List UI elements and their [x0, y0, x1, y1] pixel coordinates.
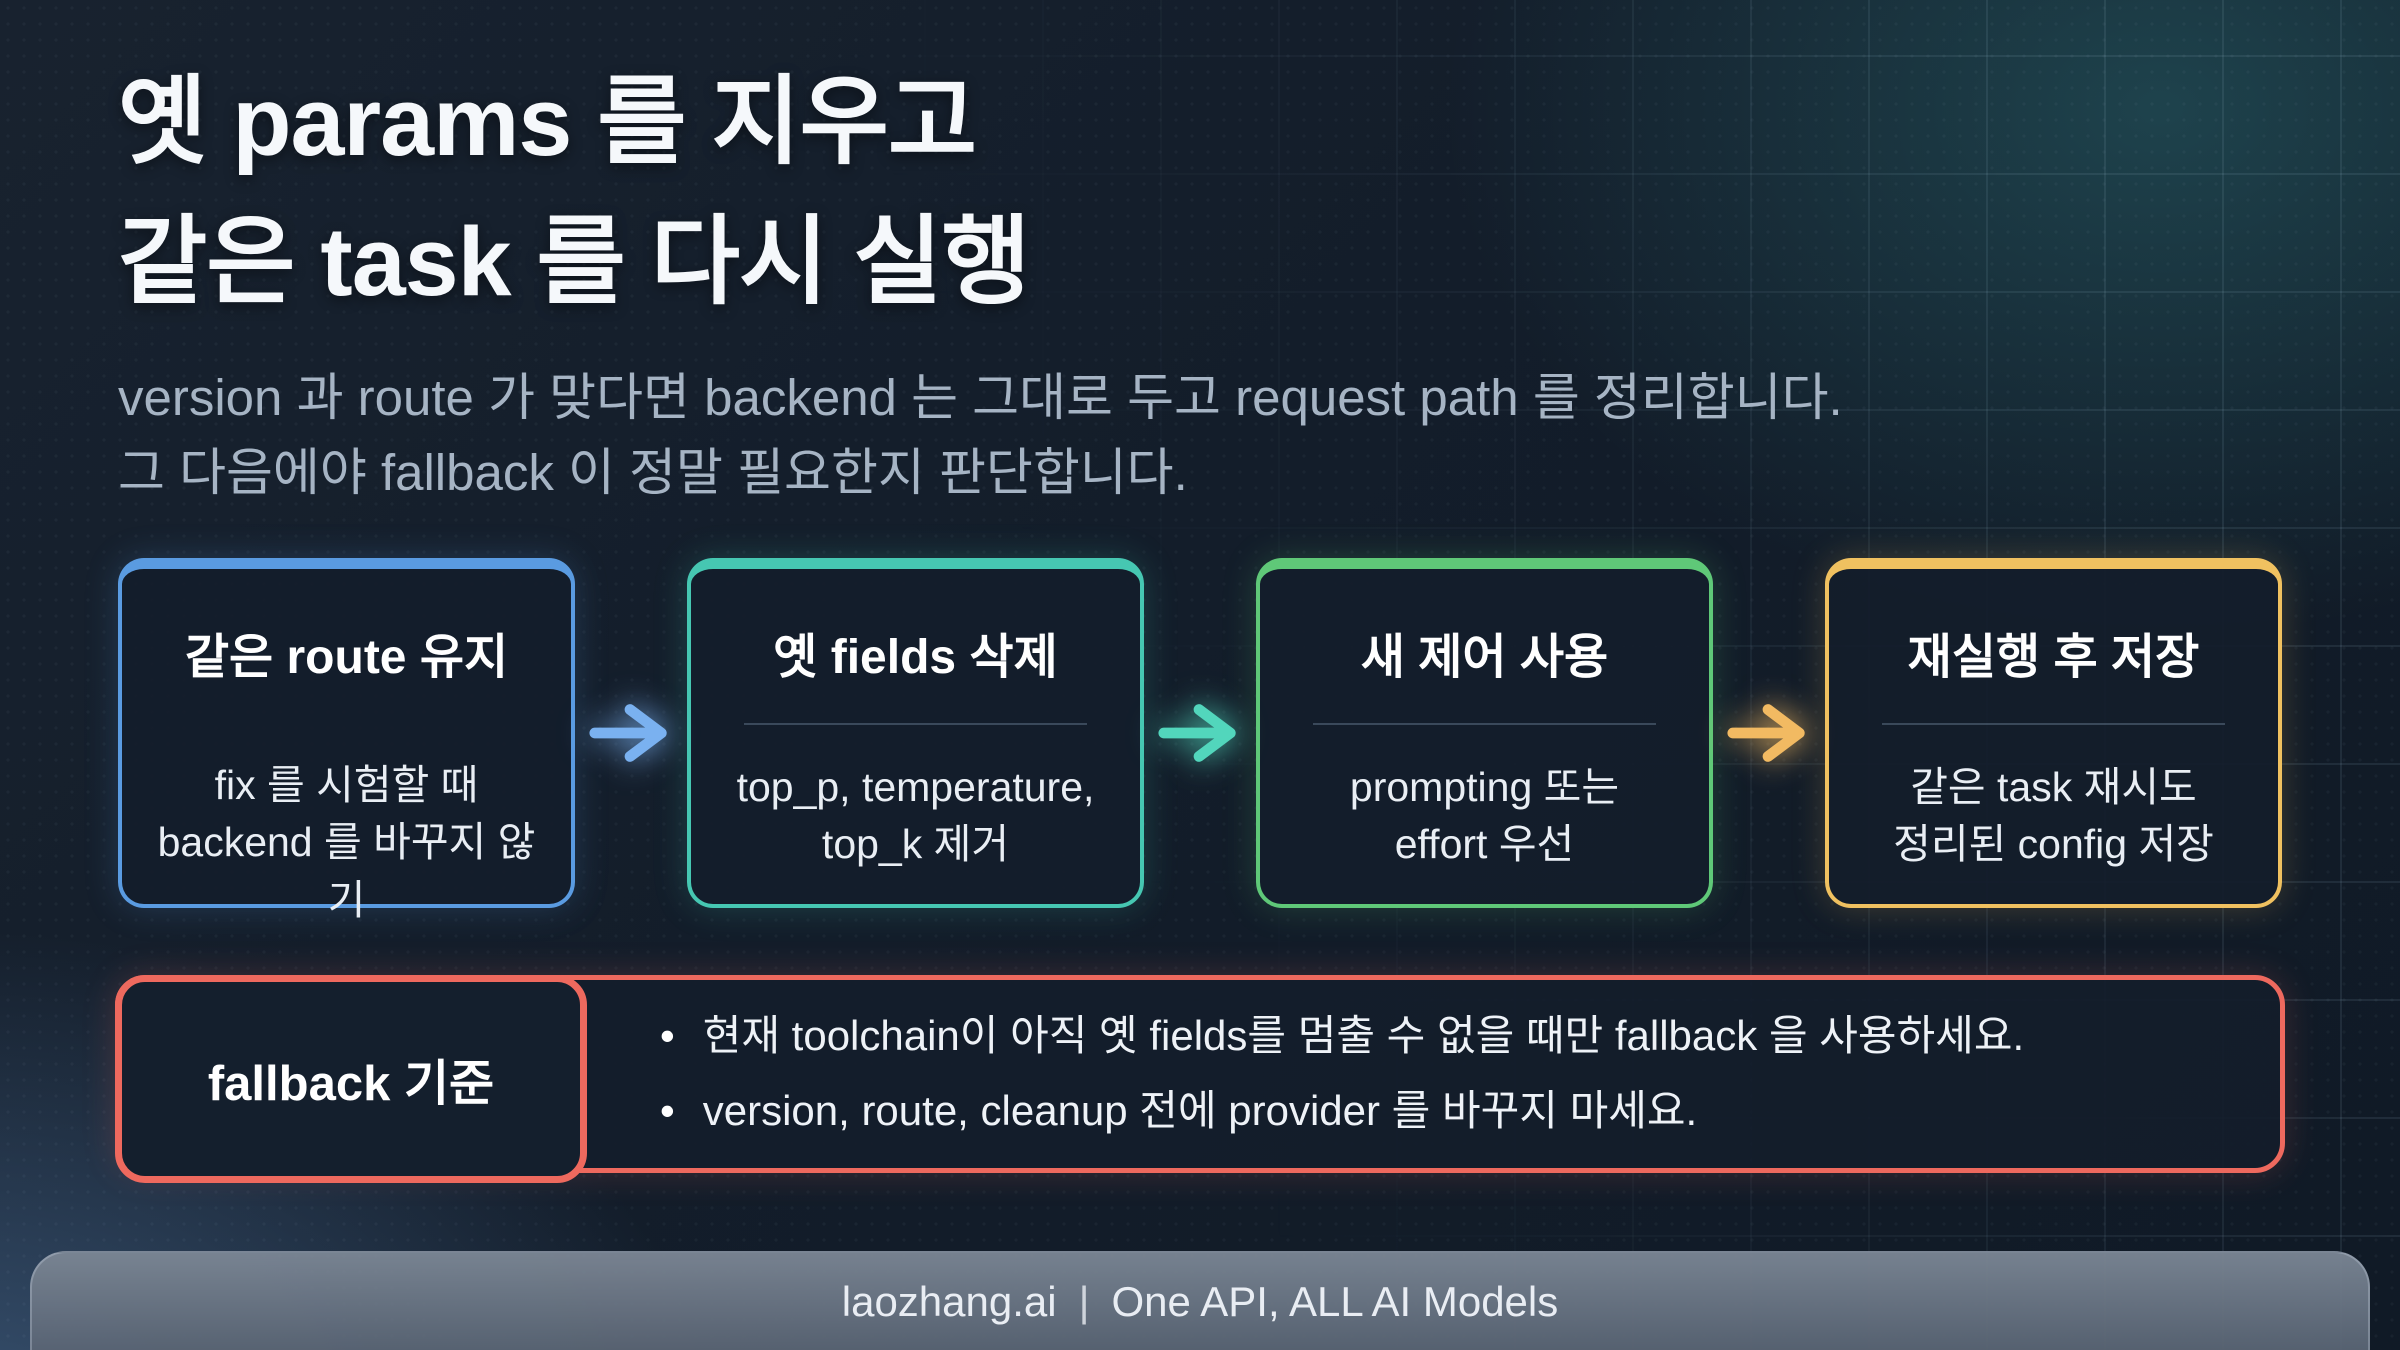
footer-separator: | — [1078, 1277, 1090, 1325]
flow-arrow-3 — [1713, 558, 1825, 908]
step-body-line-1: fix 를 시험할 때 — [214, 762, 479, 808]
step-title: 옛 fields 삭제 — [773, 631, 1058, 684]
fallback-label: fallback 기준 — [207, 1056, 495, 1111]
fallback-bullet-1: 현재 toolchain이 아직 옛 fields를 멈출 수 없을 때만 fa… — [660, 1009, 2240, 1064]
subtitle-line-1: version 과 route 가 맞다면 backend 는 그대로 두고 r… — [118, 369, 1843, 427]
step-title: 새 제어 사용 — [1360, 631, 1609, 684]
footer-brand: laozhang.ai — [841, 1277, 1057, 1325]
step-body-line-2: 정리된 config 저장 — [1893, 821, 2214, 868]
divider — [1313, 723, 1656, 725]
right-arrow-icon — [1158, 704, 1236, 762]
steps-row: 같은 route 유지 fix 를 시험할 때 backend 를 바꾸지 않기… — [118, 558, 2282, 923]
step-body-line-2: effort 우선 — [1394, 821, 1575, 868]
fallback-bullet-list: 현재 toolchain이 아직 옛 fields를 멈출 수 없을 때만 fa… — [120, 980, 2280, 1168]
step-card-keep-route: 같은 route 유지 fix 를 시험할 때 backend 를 바꾸지 않기 — [118, 558, 575, 923]
step-body-line-2: top_k 제거 — [821, 821, 1010, 868]
page-subtitle: version 과 route 가 맞다면 backend 는 그대로 두고 r… — [118, 361, 1843, 510]
footer-bar: laozhang.ai | One API, ALL AI Models — [30, 1251, 2370, 1350]
page-title: 옛 params 를 지우고 같은 task 를 다시 실행 — [118, 52, 1843, 331]
step-body-line-2: backend 를 바꾸지 않기 — [157, 819, 536, 923]
header: 옛 params 를 지우고 같은 task 를 다시 실행 version 과… — [118, 52, 1843, 510]
step-body: prompting 또는 effort 우선 — [1350, 759, 1619, 874]
step-body-line-1: prompting 또는 — [1349, 764, 1620, 810]
flow-arrow-1 — [575, 558, 687, 908]
fallback-bullet-2: version, route, cleanup 전에 provider 를 바꾸… — [660, 1084, 2240, 1139]
right-arrow-icon — [1727, 704, 1805, 762]
divider — [1882, 723, 2225, 725]
flow-arrow-2 — [1144, 558, 1256, 908]
step-title: 같은 route 유지 — [184, 631, 509, 684]
title-line-2: 같은 task 를 다시 실행 — [118, 206, 1031, 316]
step-body: top_p, temperature, top_k 제거 — [737, 759, 1095, 874]
divider — [744, 723, 1087, 725]
right-arrow-icon — [589, 704, 667, 762]
fallback-criteria-panel: fallback 기준 현재 toolchain이 아직 옛 fields를 멈… — [115, 975, 2285, 1183]
fallback-label-box: fallback 기준 — [115, 975, 587, 1183]
step-card-delete-old-fields: 옛 fields 삭제 top_p, temperature, top_k 제거 — [687, 558, 1144, 908]
step-body-line-1: top_p, temperature, — [736, 764, 1095, 810]
step-title: 재실행 후 저장 — [1907, 631, 2200, 684]
title-line-1: 옛 params 를 지우고 — [118, 67, 977, 176]
step-body-line-1: 같은 task 재시도 — [1910, 764, 2197, 810]
step-card-use-new-controls: 새 제어 사용 prompting 또는 effort 우선 — [1256, 558, 1713, 908]
subtitle-line-2: 그 다음에야 fallback 이 정말 필요한지 판단합니다. — [118, 443, 1188, 501]
step-body: fix 를 시험할 때 backend 를 바꾸지 않기 — [152, 757, 541, 929]
footer-tagline: One API, ALL AI Models — [1111, 1277, 1559, 1325]
step-card-rerun-and-save: 재실행 후 저장 같은 task 재시도 정리된 config 저장 — [1825, 558, 2282, 908]
step-body: 같은 task 재시도 정리된 config 저장 — [1893, 759, 2214, 874]
